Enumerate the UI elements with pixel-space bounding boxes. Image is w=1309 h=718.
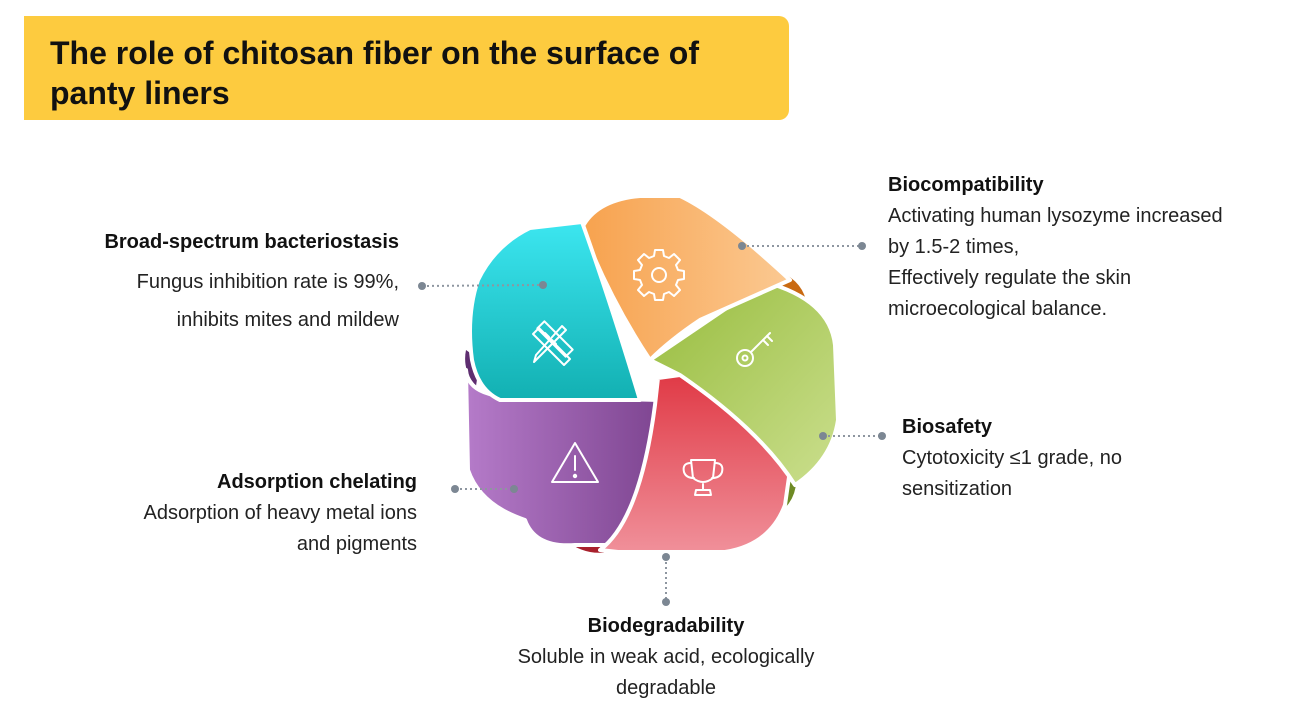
label-biosafety: Biosafety Cytotoxicity ≤1 grade, no sens… [902,412,1222,505]
leader-dot [539,281,547,289]
gear-icon [633,249,685,301]
leader-dot [878,432,886,440]
segment-broad-spectrum [468,220,642,402]
warning-icon [551,442,599,483]
key-icon [736,332,773,367]
heading-broad-spectrum: Broad-spectrum bacteriostasis [104,231,399,253]
page-title: The role of chitosan fiber on the surfac… [50,35,699,111]
leader-dot [662,553,670,561]
leader-dots [418,242,886,606]
label-broad-spectrum: Broad-spectrum bacteriostasis Fungus inh… [19,227,399,339]
trophy-icon [682,459,724,496]
heading-biosafety: Biosafety [902,416,993,438]
body-biocompatibility: Activating human lysozyme increased by 1… [888,205,1223,320]
leader-dot [662,598,670,606]
heading-adsorption: Adsorption chelating [217,471,417,493]
pencil-ruler-icon [532,320,574,366]
leader-dot [858,242,866,250]
leader-broad [421,284,544,287]
leader-dot [510,485,518,493]
leader-dot [451,485,459,493]
label-biocompatibility: Biocompatibility Activating human lysozy… [888,170,1298,325]
body-biodegradability: Soluble in weak acid, ecologically degra… [517,646,815,699]
segment-biosafety [648,280,840,487]
heading-biodegradability: Biodegradability [587,615,745,637]
heading-biocompatibility: Biocompatibility [888,174,1044,196]
body-adsorption: Adsorption of heavy metal ions and pigme… [143,502,418,555]
body-biosafety: Cytotoxicity ≤1 grade, no sensitization [902,447,1122,500]
leader-lines [421,245,882,602]
label-adsorption: Adsorption chelating Adsorption of heavy… [37,467,418,560]
leader-dot [418,282,426,290]
title-banner: The role of chitosan fiber on the surfac… [24,16,789,120]
leader-dot [738,242,746,250]
label-biodegradability: Biodegradability Soluble in weak acid, e… [466,611,866,704]
segment-biocompatibility [580,194,792,362]
leader-dot [819,432,827,440]
body-broad-spectrum: Fungus inhibition rate is 99%, inhibits … [136,271,399,331]
